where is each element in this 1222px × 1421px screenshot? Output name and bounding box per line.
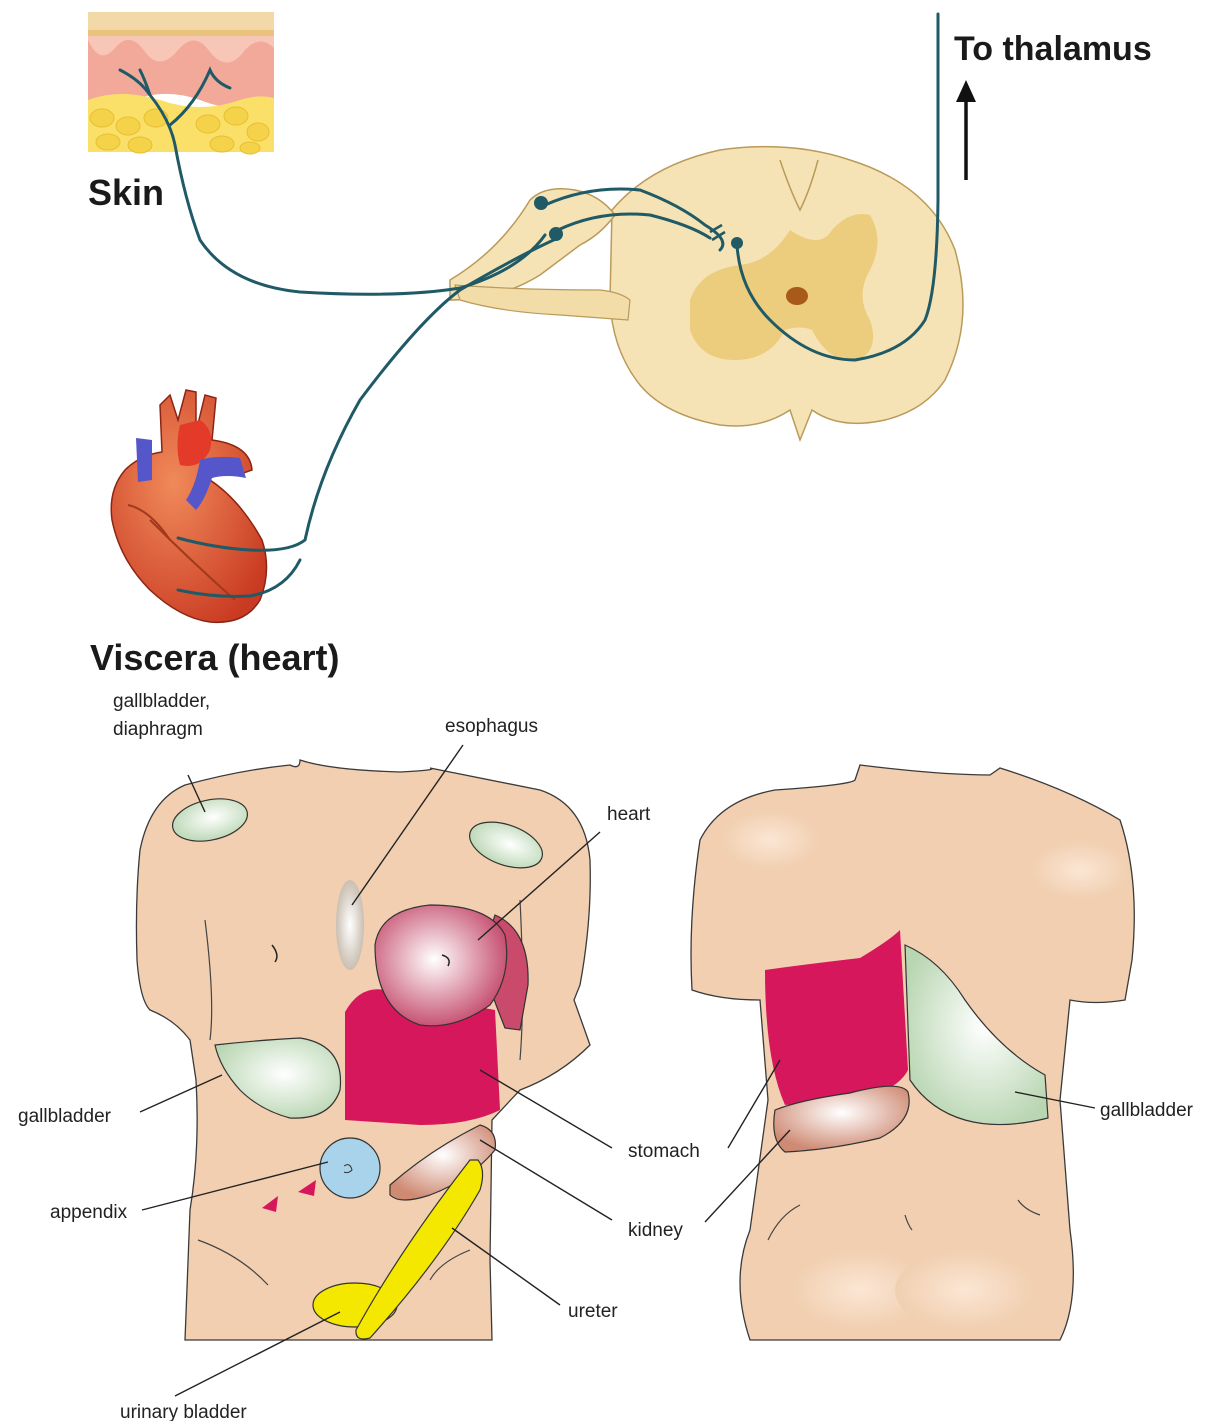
- skin-label: Skin: [88, 172, 164, 213]
- thalamus-label: To thalamus: [954, 30, 1152, 68]
- spinal-cord-illustration: [450, 147, 963, 440]
- label-gallbladder-diaphragm-2: diaphragm: [113, 719, 203, 740]
- pathway-diagram: Skin Viscera (heart): [88, 12, 1152, 678]
- viscera-label: Viscera (heart): [90, 637, 339, 678]
- label-gallbladder-front: gallbladder: [18, 1106, 112, 1127]
- body-maps: gallbladder, diaphragm esophagus heart g…: [18, 691, 1194, 1421]
- label-kidney: kidney: [628, 1220, 683, 1241]
- label-esophagus: esophagus: [445, 716, 538, 737]
- label-urinary-bladder: urinary bladder: [120, 1402, 247, 1421]
- label-stomach: stomach: [628, 1141, 700, 1162]
- skin-illustration: [88, 12, 274, 154]
- label-ureter: ureter: [568, 1301, 618, 1322]
- label-heart: heart: [607, 804, 651, 825]
- label-appendix: appendix: [50, 1202, 128, 1223]
- thalamus-arrow: [956, 80, 976, 180]
- region-heart: [375, 905, 507, 1026]
- heart-illustration: [111, 390, 266, 622]
- label-gallbladder-back: gallbladder: [1100, 1100, 1194, 1121]
- region-appendix: [320, 1138, 380, 1198]
- label-gallbladder-diaphragm-1: gallbladder,: [113, 691, 210, 712]
